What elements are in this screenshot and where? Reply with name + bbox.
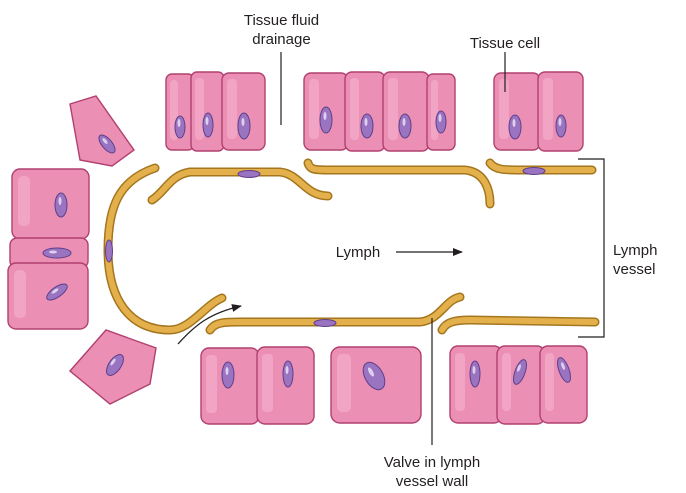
tissue-cell-group-bottom-left: [201, 347, 314, 424]
tissue-cell-group-left: [8, 96, 156, 404]
label-line: vessel wall: [362, 472, 502, 491]
nucleus: [523, 168, 545, 175]
label-line: drainage: [230, 30, 333, 49]
vessel-wall-segment: [308, 163, 490, 204]
lymph-vessel-bracket: [578, 159, 604, 337]
nucleus: [55, 193, 67, 217]
nucleus: [43, 248, 71, 258]
nucleus: [320, 107, 332, 133]
label-line: Tissue fluid: [230, 11, 333, 30]
tissue-cell-group-bottom-right: [450, 346, 587, 424]
nucleus: [175, 116, 185, 138]
nucleus: [222, 362, 234, 388]
label-tissue-cell: Tissue cell: [455, 34, 555, 53]
nucleus: [283, 361, 293, 387]
label-lymph: Lymph: [326, 243, 390, 262]
nucleus: [314, 320, 336, 327]
label-line: vessel: [613, 260, 686, 279]
nucleus: [203, 113, 213, 137]
nucleus: [556, 115, 566, 137]
nucleus: [436, 111, 446, 133]
label-lymph-vessel: Lymph vessel: [613, 241, 686, 279]
nucleus: [361, 114, 373, 138]
tissue-cell-group-top-middle: [304, 72, 455, 151]
label-line: Valve in lymph: [362, 453, 502, 472]
tissue-cell-group-bottom-middle: [331, 347, 421, 423]
nucleus: [106, 240, 113, 262]
tissue-cell-group-top-right: [494, 72, 583, 151]
nucleus: [509, 115, 521, 139]
label-tissue-fluid-drainage: Tissue fluid drainage: [230, 11, 333, 49]
nucleus: [470, 361, 480, 387]
nucleus: [399, 114, 411, 138]
nucleus: [238, 171, 260, 178]
tissue-cell: [70, 96, 134, 166]
label-valve-in-lymph-vessel-wall: Valve in lymph vessel wall: [362, 453, 502, 491]
label-line: Lymph: [613, 241, 686, 260]
nucleus: [238, 113, 250, 139]
tissue-cell-group-top-left: [166, 72, 265, 151]
